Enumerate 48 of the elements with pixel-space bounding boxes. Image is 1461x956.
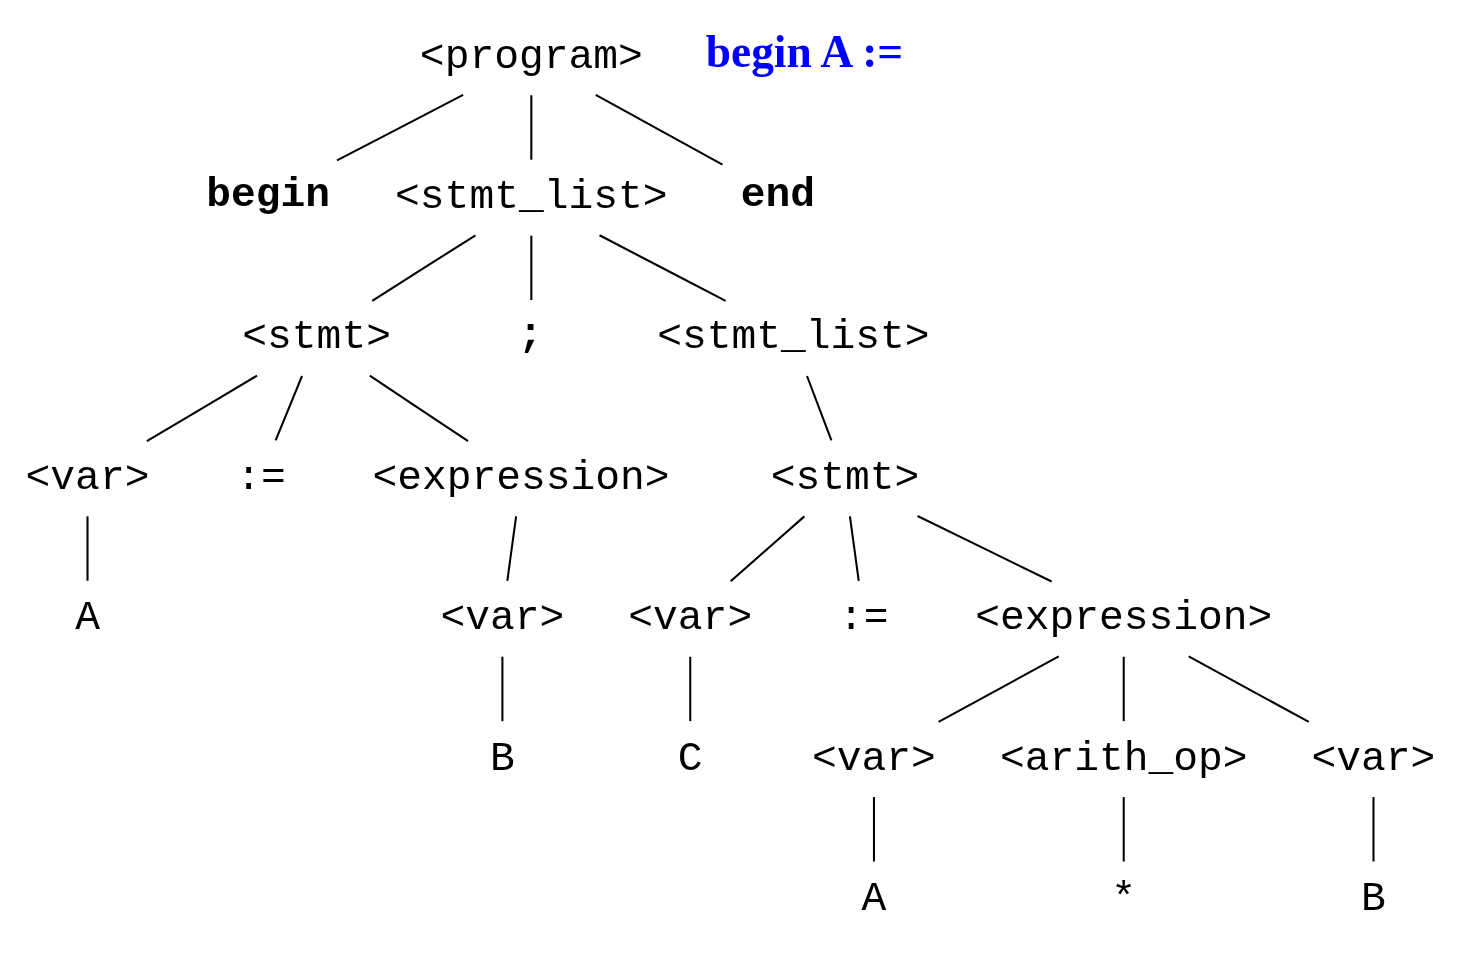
node-text: <stmt_list> — [657, 313, 930, 360]
connector — [1188, 654, 1310, 723]
node-text: <expression> — [975, 594, 1273, 641]
connector — [938, 654, 1060, 723]
connector — [530, 235, 533, 300]
node-text: <expression> — [372, 454, 670, 501]
node-text: <var> — [25, 454, 150, 501]
connector — [336, 93, 464, 161]
node-text: A — [75, 594, 100, 641]
node-text: A — [861, 875, 887, 922]
connector — [599, 233, 727, 302]
connector — [274, 375, 303, 441]
connector — [917, 514, 1053, 582]
connector — [501, 656, 504, 721]
node-text: B — [1361, 875, 1386, 922]
node-text: := — [838, 594, 889, 641]
connector — [595, 93, 723, 166]
connector — [848, 515, 860, 581]
node-text: begin — [206, 171, 331, 218]
node-text: C — [677, 735, 703, 782]
label: begin A := — [705, 26, 904, 77]
node-text: <program> — [419, 33, 643, 80]
node-text: <arith_op> — [999, 735, 1248, 782]
connector — [530, 94, 533, 160]
connector — [1122, 796, 1125, 861]
node-text: <var> — [440, 594, 565, 641]
connector — [1122, 656, 1125, 721]
node-text: ; — [517, 311, 543, 358]
connector — [369, 374, 469, 442]
node-text: <stmt> — [770, 454, 920, 501]
connector — [689, 656, 692, 721]
node-text: * — [1111, 875, 1137, 922]
node-text: <stmt_list> — [395, 173, 668, 220]
node-text: <var> — [1311, 735, 1436, 782]
connector — [872, 796, 875, 861]
node-text: := — [236, 454, 286, 501]
node-text: <var> — [628, 594, 753, 641]
connector — [729, 515, 806, 582]
connector — [806, 375, 833, 441]
node-text: end — [740, 171, 816, 218]
node-text: B — [490, 735, 515, 782]
connector — [1372, 796, 1375, 861]
connector — [86, 515, 89, 581]
connector — [146, 374, 258, 442]
connector — [506, 515, 518, 581]
connector — [371, 233, 477, 302]
node-text: <stmt> — [242, 313, 391, 360]
node-text: <var> — [812, 735, 936, 782]
